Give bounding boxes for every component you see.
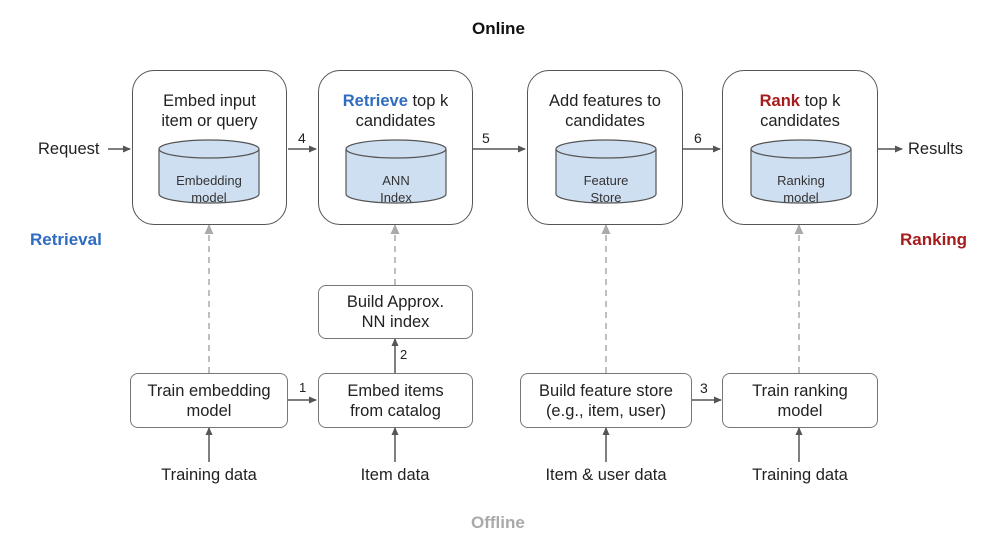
retrieve-stage: Retrieve top k candidates ANN Index: [318, 70, 473, 225]
offline-label: Offline: [471, 513, 525, 532]
rank-stage: Rank top k candidates Ranking model: [722, 70, 878, 225]
feature-store-db-icon: [555, 139, 657, 204]
results-label: Results: [908, 140, 964, 158]
ranking-model-db-line2: model: [783, 190, 819, 205]
retrieve-title-rest: top k: [407, 92, 449, 110]
train-ranking-line2: model: [777, 401, 823, 420]
train-embedding-line2: model: [186, 401, 232, 420]
embed-items-line1: Embed items: [347, 381, 444, 400]
rank-title-rest: top k: [800, 92, 841, 110]
ann-index-db-line2: Index: [380, 190, 412, 205]
build-ann-box: Build Approx. NN index: [318, 285, 473, 339]
feature-store-db-line2: Store: [590, 190, 622, 205]
step-4-label: 4: [298, 130, 306, 146]
embed-items-box: Embed items from catalog: [318, 373, 473, 428]
retrieve-title-line2: candidates: [355, 112, 436, 130]
embedding-model-db-icon: [158, 139, 260, 204]
retrieve-highlight: Retrieve: [342, 92, 408, 110]
step-3-label: 3: [700, 380, 708, 396]
step-1-label: 1: [299, 380, 307, 395]
add-features-title-line1: Add features to: [549, 92, 661, 110]
add-features-title-line2: candidates: [565, 112, 645, 130]
train-ranking-box: Train ranking model: [722, 373, 878, 428]
step-2-label: 2: [400, 347, 408, 362]
embed-input-title-line1: Embed input: [163, 92, 256, 110]
training-data-right-label: Training data: [752, 466, 848, 484]
step-5-label: 5: [482, 130, 490, 146]
embed-items-line2: from catalog: [350, 401, 441, 420]
embed-input-stage: Embed input item or query Embedding mode…: [132, 70, 287, 225]
ann-index-db-icon: [345, 139, 447, 204]
online-label: Online: [472, 19, 525, 38]
add-features-stage: Add features to candidates Feature Store: [527, 70, 683, 225]
build-ann-line2: NN index: [361, 313, 430, 331]
train-ranking-line1: Train ranking: [752, 381, 848, 400]
ranking-model-db-line1: Ranking: [777, 173, 825, 188]
build-ann-line1: Build Approx.: [346, 293, 445, 311]
item-data-label: Item data: [360, 466, 430, 484]
ann-index-db-line1: ANN: [382, 173, 410, 188]
ranking-label: Ranking: [900, 230, 968, 249]
embedding-model-db-line2: model: [191, 190, 227, 205]
ranking-model-db-icon: [750, 139, 852, 204]
step-6-label: 6: [694, 130, 702, 146]
request-label: Request: [38, 140, 100, 158]
embedding-model-db-line1: Embedding: [176, 173, 242, 188]
retrieval-label: Retrieval: [30, 230, 102, 249]
train-embedding-box: Train embedding model: [130, 373, 288, 428]
training-data-left-label: Training data: [161, 466, 257, 484]
build-feature-store-line2: (e.g., item, user): [545, 401, 667, 420]
build-feature-store-box: Build feature store (e.g., item, user): [520, 373, 692, 428]
rank-highlight: Rank: [759, 92, 800, 110]
rank-title-line2: candidates: [760, 112, 840, 130]
feature-store-db-line1: Feature: [583, 173, 629, 188]
build-feature-store-line1: Build feature store: [539, 381, 673, 400]
train-embedding-line1: Train embedding: [147, 381, 271, 400]
embed-input-title-line2: item or query: [161, 112, 258, 130]
item-user-data-label: Item & user data: [545, 466, 667, 484]
